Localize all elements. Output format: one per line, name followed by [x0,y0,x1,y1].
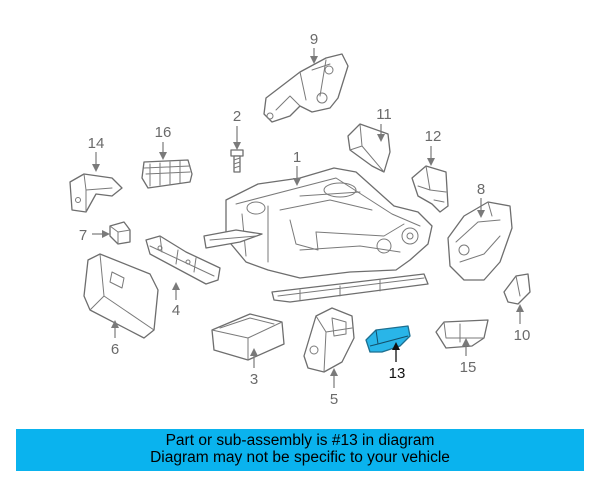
part-8[interactable] [447,201,513,281]
callout-13: 13 [389,365,406,382]
callout-3: 3 [250,371,258,388]
callout-labels: 1 2 9 11 12 14 16 7 8 4 6 10 3 5 15 13 [79,31,531,408]
part-4[interactable] [145,235,221,285]
part-10[interactable] [503,273,531,305]
part-16[interactable] [141,159,193,189]
part-13[interactable] [365,325,411,353]
part-7[interactable] [109,221,131,245]
part-5[interactable] [303,307,355,373]
banner-line-1: Part or sub-assembly is #13 in diagram [165,432,435,449]
callout-12: 12 [425,128,442,145]
callout-5: 5 [330,391,338,408]
callout-14: 14 [88,135,105,152]
callout-4: 4 [172,302,180,319]
callout-16: 16 [155,124,172,141]
part-15[interactable] [435,319,489,349]
callout-8: 8 [477,181,485,198]
part-11[interactable] [347,123,391,173]
part-14[interactable] [69,173,123,213]
callout-10: 10 [514,327,531,344]
part-2[interactable] [230,149,244,173]
callout-6: 6 [111,341,119,358]
part-12[interactable] [411,165,449,213]
parts-diagram: 1 2 9 11 12 14 16 7 8 4 6 10 3 5 15 13 [69,31,531,408]
callout-7: 7 [79,227,87,244]
callout-9: 9 [310,31,318,48]
callout-2: 2 [233,108,241,125]
callout-15: 15 [460,359,477,376]
part-9[interactable] [263,53,349,123]
part-1[interactable] [203,167,433,303]
part-6[interactable] [83,253,159,339]
callout-1: 1 [293,149,301,166]
callout-11: 11 [376,106,392,123]
banner-line-2: Diagram may not be specific to your vehi… [150,449,450,466]
info-banner: Part or sub-assembly is #13 in diagram D… [16,429,584,471]
callout-leaders [92,48,524,388]
part-3[interactable] [211,313,285,361]
